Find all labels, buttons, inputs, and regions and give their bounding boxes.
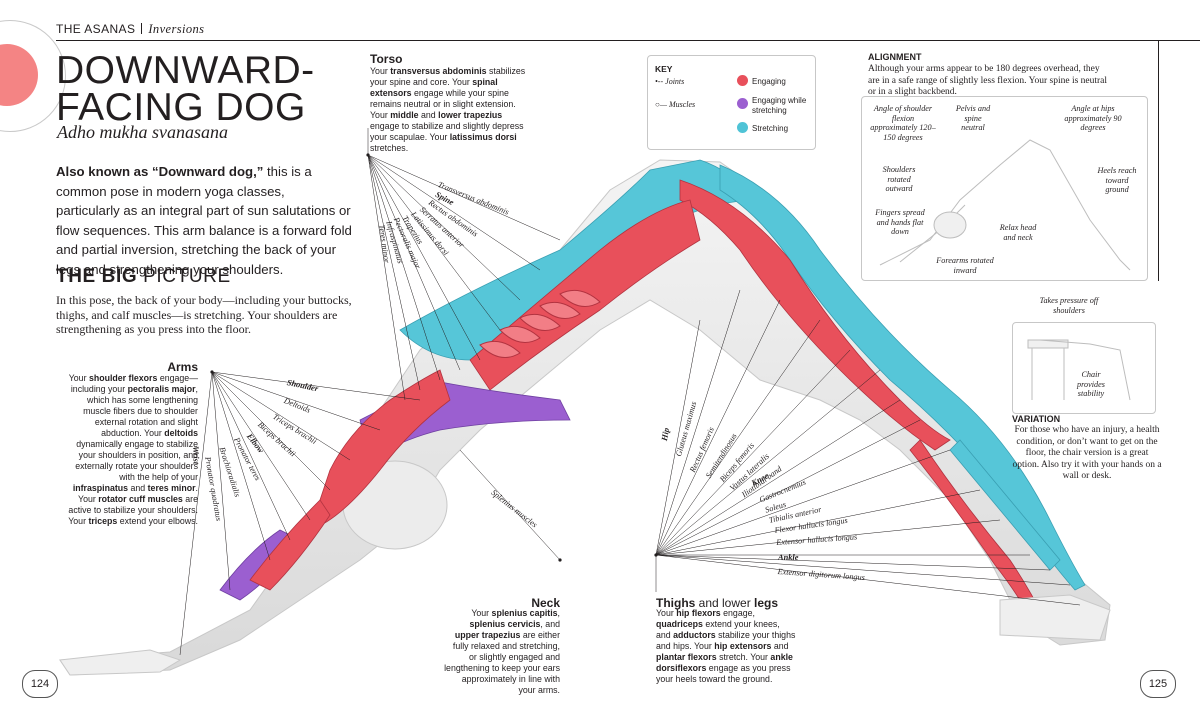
- ann-fingers: Fingers spread and hands flat down: [875, 208, 925, 236]
- neck-leader-dot: [558, 558, 562, 562]
- title-line-2: FACING DOG: [56, 86, 306, 129]
- key-engaging-while-stretching: Engaging while stretching: [752, 96, 807, 115]
- intro-rest: this is a common pose in modern yoga cla…: [56, 164, 352, 277]
- section-name: THE ASANAS: [56, 22, 136, 36]
- variation-box: [1012, 322, 1156, 414]
- engaging-stretching-swatch-icon: [737, 98, 748, 109]
- key-stretching: Stretching: [752, 124, 789, 133]
- torso-text: Your transversus abdominis stabilizes yo…: [370, 66, 526, 153]
- ann-hips-angle: Angle at hips approximately 90 degrees: [1064, 104, 1122, 132]
- engaging-swatch-icon: [737, 75, 748, 86]
- thighs-text: Your hip flexors engage, quadriceps exte…: [656, 608, 796, 684]
- hand: [59, 649, 182, 676]
- foot: [999, 594, 1111, 641]
- quadriceps-engage: [679, 179, 951, 451]
- subsection-name: Inversions: [148, 22, 205, 36]
- intro-paragraph: Also known as “Downward dog,” this is a …: [56, 162, 352, 279]
- forearm-red: [249, 499, 331, 591]
- variation-text: For those who have an injury, a health c…: [1012, 425, 1162, 481]
- muscle-symbol-icon: ○—: [655, 100, 669, 109]
- ann-shoulders-rotated: Shoulders rotated outward: [882, 165, 916, 193]
- torso-heading: Torso: [370, 52, 403, 66]
- ann-head: Relax head and neck: [999, 223, 1037, 242]
- arms-leader-lines: [179, 371, 421, 656]
- alignment-rule: [1158, 41, 1159, 281]
- neck-heading: Neck: [531, 596, 560, 610]
- big-picture-heading-bold: THE BIG: [56, 266, 138, 287]
- alignment-heading: ALIGNMENT: [868, 52, 922, 62]
- variation-figure: [1027, 339, 1131, 401]
- header-rule: [56, 40, 1200, 41]
- ann-heels: Heels reach toward ground: [1097, 166, 1137, 194]
- ann-pressure: Takes pressure off shoulders: [1039, 296, 1099, 315]
- ann-forearms: Forearms rotated inward: [936, 256, 994, 275]
- thighs-heading: Thighs and lower legs: [656, 596, 779, 610]
- arms-heading: Arms: [167, 360, 198, 374]
- ribcage: [479, 289, 601, 358]
- ann-chair: Chair provides stability: [1077, 370, 1105, 398]
- variation-heading: VARIATION: [1012, 414, 1061, 424]
- torso-leader-lines: [367, 128, 561, 401]
- big-picture-text: In this pose, the back of your body—incl…: [56, 293, 352, 336]
- key-joints: •-- Joints: [655, 77, 685, 86]
- alignment-box: [861, 96, 1148, 281]
- torso-leader-dot: [366, 153, 370, 157]
- key-muscles: ○— Muscles: [655, 100, 696, 109]
- deltoid-engage: [309, 369, 451, 531]
- alignment-text: Although your arms appear to be 180 degr…: [868, 64, 1108, 97]
- sanskrit-name: Adho mukha svanasana: [57, 122, 228, 142]
- arms-leader-dot: [210, 370, 214, 374]
- page-title: DOWNWARD- FACING DOG: [56, 49, 315, 129]
- ann-shoulder-angle: Angle of shoulder flexion approximately …: [870, 104, 936, 142]
- title-line-1: DOWNWARD-: [56, 49, 315, 92]
- neck-leader-line: [459, 449, 561, 561]
- stretching-swatch-icon: [737, 122, 748, 133]
- intro-bold: Also known as “Downward dog,”: [56, 164, 264, 179]
- key-title: KEY: [655, 64, 673, 74]
- big-picture-heading-rest: PICTURE: [137, 266, 231, 287]
- ann-pelvis: Pelvis and spine neutral: [955, 104, 991, 132]
- key-box: [647, 55, 816, 150]
- label-ankle: Ankle: [778, 553, 799, 562]
- running-header: THE ASANAS Inversions: [56, 22, 204, 37]
- big-picture-heading: THE BIG PICTURE: [56, 266, 231, 288]
- arms-text: Your shoulder flexors engage—including y…: [68, 373, 198, 526]
- neck-text: Your splenius capitis, splenius cervicis…: [444, 608, 560, 695]
- hamstring-stretch: [719, 164, 1086, 591]
- legs-leader-dot: [654, 553, 658, 557]
- page-number-right: 125: [1140, 670, 1176, 698]
- page-number-left: 124: [22, 670, 58, 698]
- joint-symbol-icon: •--: [655, 77, 666, 86]
- key-engaging: Engaging: [752, 77, 786, 86]
- legs-leader-lines: [655, 289, 1081, 606]
- header-separator: [141, 23, 143, 34]
- alignment-figure: [879, 139, 1131, 271]
